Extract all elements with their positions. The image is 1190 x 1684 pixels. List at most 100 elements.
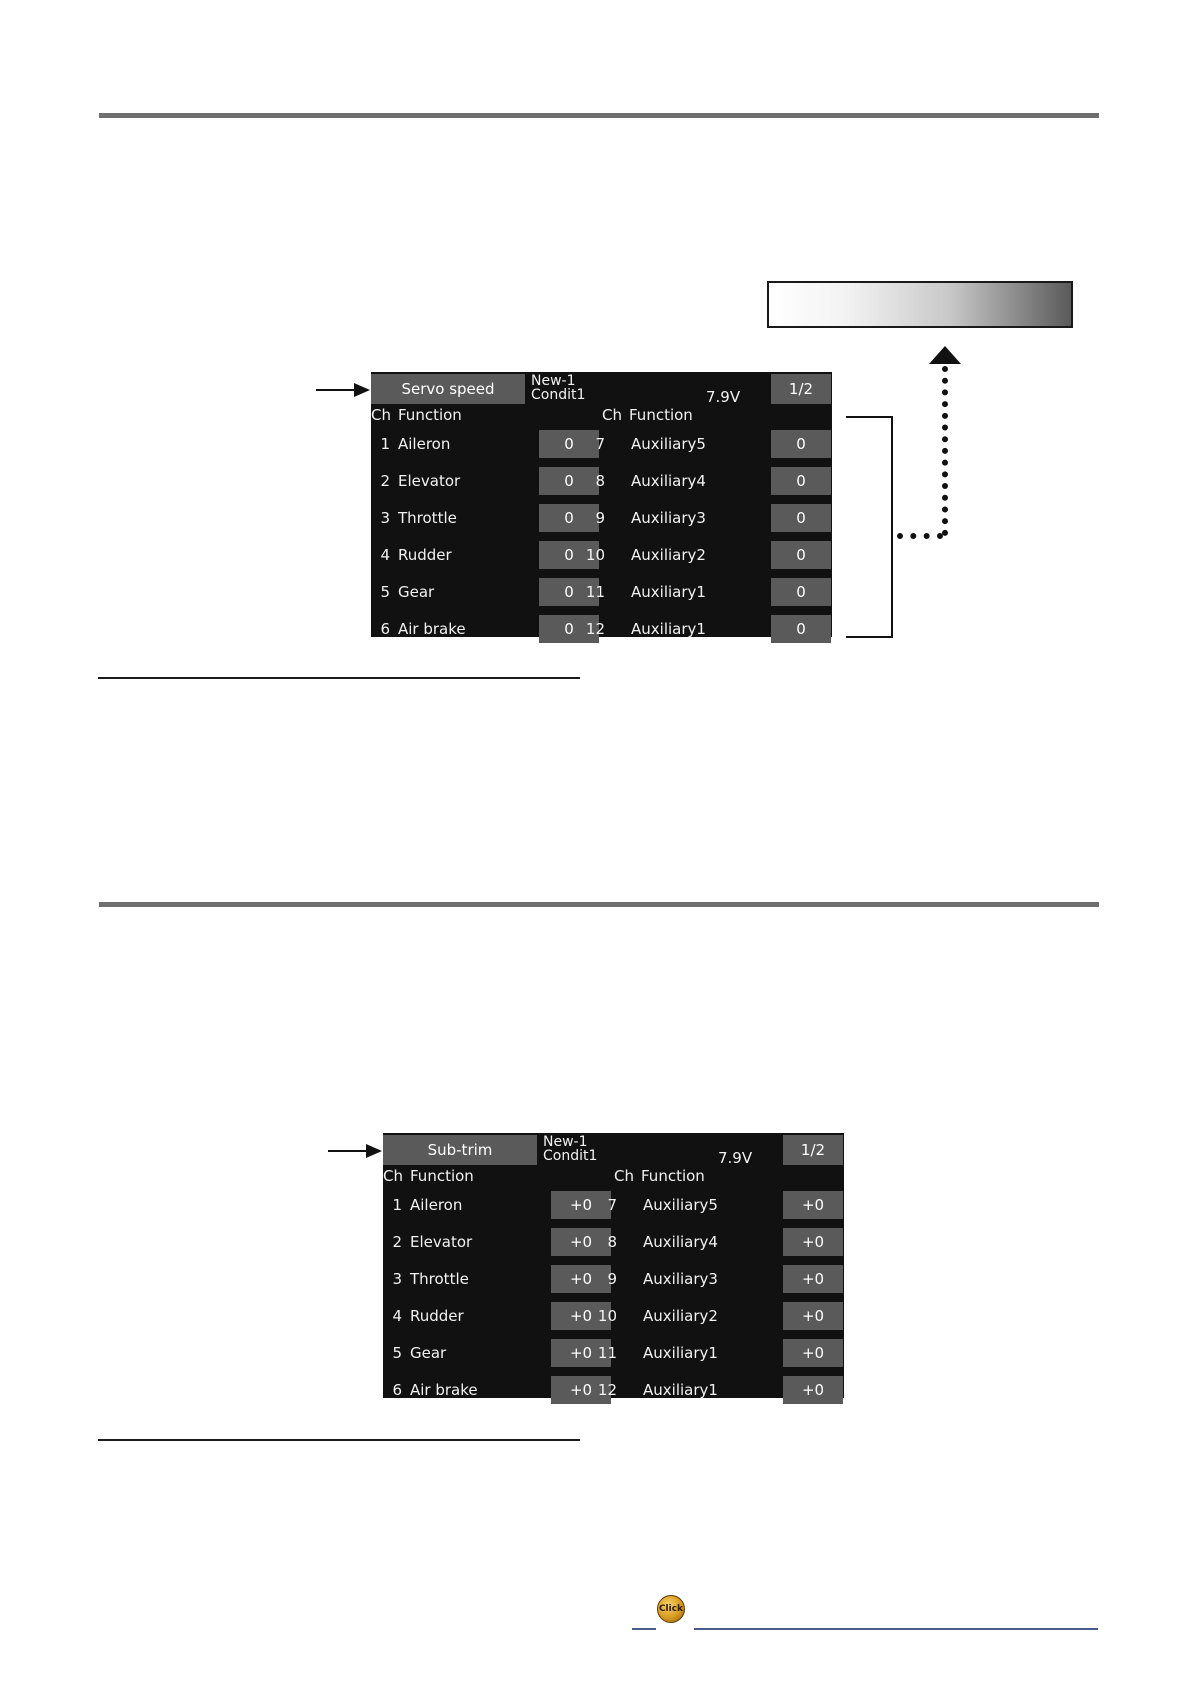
col-header-fn-left: Function — [410, 1167, 474, 1185]
left-function: Air brake — [410, 1381, 478, 1399]
left-ch: 3 — [380, 509, 390, 527]
left-ch: 1 — [392, 1196, 402, 1214]
model-condition-label: New-1 Condit1 — [543, 1135, 597, 1163]
left-value-button[interactable]: 0 — [539, 430, 599, 458]
sub-trim-screen: Sub-trim New-1 Condit1 7.9V 1/2 Ch Funct… — [383, 1133, 844, 1404]
left-function: Throttle — [398, 509, 457, 527]
voltage-readout: 7.9V — [718, 1149, 753, 1167]
left-ch: 2 — [392, 1233, 402, 1251]
left-function: Rudder — [410, 1307, 464, 1325]
left-ch: 3 — [392, 1270, 402, 1288]
left-function: Aileron — [398, 435, 451, 453]
footer-line-right — [694, 1628, 1098, 1630]
right-function: Auxiliary4 — [643, 1233, 718, 1251]
right-ch: 8 — [607, 1233, 617, 1251]
right-ch: 10 — [597, 1307, 617, 1325]
right-value-button[interactable]: +0 — [783, 1228, 843, 1256]
right-function: Auxiliary1 — [643, 1344, 718, 1362]
left-function: Elevator — [398, 472, 461, 490]
right-value-button[interactable]: 0 — [771, 615, 831, 643]
right-value-button[interactable]: +0 — [783, 1339, 843, 1367]
left-ch: 5 — [380, 583, 390, 601]
right-value-button[interactable]: +0 — [783, 1376, 843, 1404]
left-value-button[interactable]: 0 — [539, 504, 599, 532]
col-header-ch-right: Ch — [614, 1167, 634, 1185]
right-value-button[interactable]: 0 — [771, 430, 831, 458]
right-ch: 8 — [595, 472, 605, 490]
right-value-button[interactable]: +0 — [783, 1265, 843, 1293]
col-header-fn-left: Function — [398, 406, 462, 424]
left-value-button[interactable]: +0 — [551, 1339, 611, 1367]
left-ch: 4 — [380, 546, 390, 564]
model-condition-label: New-1 Condit1 — [531, 374, 585, 402]
left-function: Air brake — [398, 620, 466, 638]
screen-title-button[interactable]: Sub-trim — [383, 1135, 537, 1165]
dotted-connector-vertical — [942, 366, 948, 536]
screen-title-button[interactable]: Servo speed — [371, 374, 525, 404]
right-function: Auxiliary3 — [643, 1270, 718, 1288]
left-value-button[interactable]: +0 — [551, 1376, 611, 1404]
pointer-arrow-2 — [328, 1144, 382, 1158]
col-header-ch-left: Ch — [371, 406, 391, 424]
left-ch: 4 — [392, 1307, 402, 1325]
col-header-ch-right: Ch — [602, 406, 622, 424]
col-header-ch-left: Ch — [383, 1167, 403, 1185]
condition-name: Condit1 — [543, 1148, 598, 1164]
model-name: New-1 — [531, 373, 576, 389]
dotted-connector-horizontal — [897, 533, 943, 539]
right-function: Auxiliary1 — [631, 620, 706, 638]
left-value-button[interactable]: 0 — [539, 467, 599, 495]
right-ch: 11 — [597, 1344, 617, 1362]
left-ch: 6 — [392, 1381, 402, 1399]
left-value-button[interactable]: 0 — [539, 541, 599, 569]
voltage-readout: 7.9V — [706, 388, 741, 406]
right-value-button[interactable]: 0 — [771, 541, 831, 569]
right-ch: 9 — [607, 1270, 617, 1288]
left-function: Aileron — [410, 1196, 463, 1214]
left-function: Elevator — [410, 1233, 473, 1251]
right-ch: 10 — [585, 546, 605, 564]
right-ch: 11 — [585, 583, 605, 601]
left-value-button[interactable]: +0 — [551, 1191, 611, 1219]
right-value-button[interactable]: 0 — [771, 578, 831, 606]
speed-gradient-box — [767, 281, 1073, 328]
footer-line-left — [632, 1628, 656, 1630]
right-value-button[interactable]: 0 — [771, 504, 831, 532]
page-button[interactable]: 1/2 — [783, 1135, 843, 1165]
pointer-arrow-1 — [316, 383, 370, 397]
model-name: New-1 — [543, 1134, 588, 1150]
right-function: Auxiliary5 — [643, 1196, 718, 1214]
servo-speed-screen: Servo speed New-1 Condit1 7.9V 1/2 Ch Fu… — [371, 372, 832, 643]
right-ch: 12 — [585, 620, 605, 638]
left-value-button[interactable]: +0 — [551, 1302, 611, 1330]
right-function: Auxiliary2 — [631, 546, 706, 564]
left-function: Rudder — [398, 546, 452, 564]
right-value-button[interactable]: +0 — [783, 1191, 843, 1219]
left-value-button[interactable]: 0 — [539, 578, 599, 606]
right-value-button[interactable]: 0 — [771, 467, 831, 495]
col-header-fn-right: Function — [629, 406, 693, 424]
click-icon[interactable]: Click — [657, 1595, 685, 1623]
left-function: Gear — [398, 583, 435, 601]
right-ch: 7 — [607, 1196, 617, 1214]
right-ch: 7 — [595, 435, 605, 453]
left-value-button[interactable]: 0 — [539, 615, 599, 643]
col-header-fn-right: Function — [641, 1167, 705, 1185]
left-value-button[interactable]: +0 — [551, 1228, 611, 1256]
left-value-button[interactable]: +0 — [551, 1265, 611, 1293]
right-value-button[interactable]: +0 — [783, 1302, 843, 1330]
page-button[interactable]: 1/2 — [771, 374, 831, 404]
left-ch: 6 — [380, 620, 390, 638]
value-column-bracket — [846, 416, 893, 638]
